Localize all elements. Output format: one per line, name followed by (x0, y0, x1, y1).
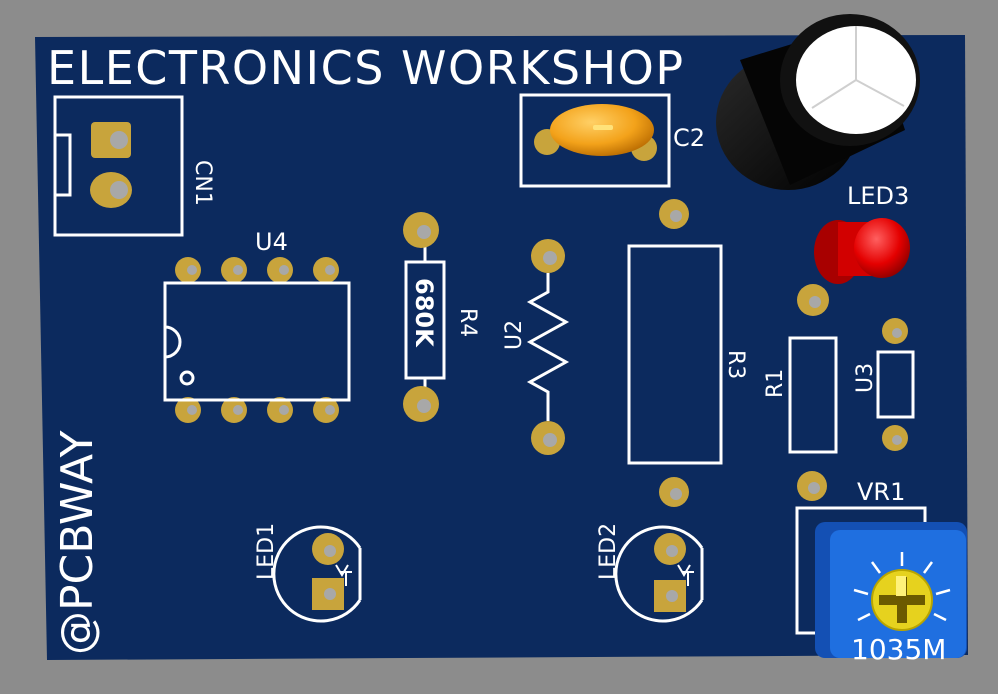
label-cn1: CN1 (190, 160, 215, 206)
label-r3: R3 (723, 350, 748, 379)
sensor-u3 (876, 318, 915, 451)
brand-label: @PCBWAY (52, 430, 103, 655)
label-r1: R1 (763, 369, 788, 398)
pcb-board (35, 35, 968, 660)
label-r4: R4 (455, 308, 480, 337)
resistor-r4 (403, 212, 446, 422)
led2 (614, 525, 704, 623)
label-r4-value: 680K (410, 278, 438, 348)
board-title: ELECTRONICS WORKSHOP (47, 41, 685, 95)
trimmer-vr1 (795, 506, 967, 658)
capacitor-c2 (519, 93, 671, 188)
sensor-u2 (526, 239, 570, 455)
label-vr1-marking: 1035M (851, 633, 946, 666)
led3 (797, 218, 910, 316)
label-vr1: VR1 (857, 478, 905, 506)
electrolytic-capacitor (716, 14, 920, 190)
label-u4: U4 (255, 228, 288, 256)
ic-u4 (163, 257, 351, 423)
label-led3: LED3 (847, 182, 909, 210)
label-c2: C2 (673, 124, 705, 152)
connector-cn1 (53, 95, 184, 237)
led1 (272, 525, 362, 623)
resistor-r3 (627, 199, 723, 507)
label-u3: U3 (853, 363, 878, 393)
resistor-r1 (788, 336, 838, 501)
label-u2: U2 (502, 320, 527, 350)
